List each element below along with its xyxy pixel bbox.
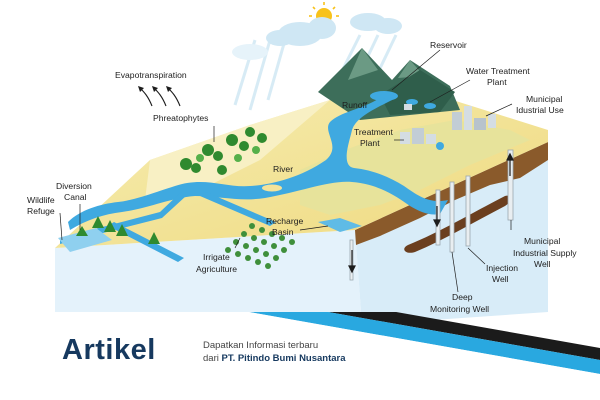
label-deep-monitoring-well: Monitoring Well (430, 304, 489, 314)
river-island (262, 184, 282, 192)
riverbank-vegetation-zone (300, 120, 530, 215)
label-phreatophytes: Phreatophytes (153, 113, 208, 123)
label-municipal-supply-well: Municipal (524, 236, 560, 246)
label-injection-well: Well (492, 274, 509, 284)
footer-white-panel (0, 312, 600, 400)
footer-banner (0, 312, 600, 400)
flow-arrows (348, 152, 514, 274)
label-municipal-industrial-use: Idustrial Use (516, 105, 564, 115)
clay-lens (404, 195, 511, 253)
label-recharge-basin: Recharge (266, 216, 303, 226)
label-evapotranspiration: Evapotranspiration (115, 70, 187, 80)
label-irrigate-agriculture: Agriculture (196, 264, 237, 274)
tagline-prefix: dari (203, 353, 222, 364)
arrowhead-icon (138, 86, 172, 92)
label-municipal-supply-well: Well (534, 259, 551, 269)
label-water-treatment-plant: Water Treatment (466, 66, 530, 76)
label-treatment-plant: Treatment (354, 127, 393, 137)
label-diversion-canal: Diversion (56, 181, 92, 191)
canal-branch (200, 192, 276, 226)
tagline-line1: Dapatkan Informasi terbaru (203, 340, 319, 351)
canal-branch (108, 222, 184, 262)
label-injection-well: Injection (486, 263, 518, 273)
river-channel (68, 98, 448, 230)
aquifer-cross-section (55, 230, 362, 325)
municipal-industrial-buildings (452, 106, 496, 130)
label-treatment-plant: Plant (360, 138, 380, 148)
label-irrigate-agriculture: Irrigate (203, 252, 230, 262)
label-runoff: Runoff (342, 100, 368, 110)
reservoir-water (370, 91, 398, 101)
label-wildlife-refuge: Refuge (27, 206, 55, 216)
cloud-icon (232, 44, 268, 60)
label-wildlife-refuge: Wildlife (27, 195, 55, 205)
wildlife-refuge-water (58, 228, 112, 252)
water-treatment-plant (404, 99, 436, 110)
leader-lines (59, 49, 513, 293)
label-river: River (273, 164, 293, 174)
label-water-treatment-plant: Plant (487, 77, 507, 87)
treatment-plant (400, 128, 444, 150)
label-diversion-canal: Canal (64, 192, 87, 202)
label-municipal-supply-well: Industrial Supply (513, 248, 577, 258)
recharge-basin (318, 218, 362, 232)
tagline-line2: dari PT. Pitindo Bumi Nusantara (203, 353, 346, 364)
cloud-icon (266, 13, 402, 46)
label-municipal-industrial-use: Municipal (526, 94, 562, 104)
field-area (145, 100, 330, 200)
label-recharge-basin: Basin (272, 227, 294, 237)
label-deep-monitoring-well: Deep (452, 292, 473, 302)
crop-field (225, 223, 295, 269)
label-reservoir: Reservoir (430, 40, 467, 50)
trees (76, 127, 267, 244)
brand-title: Artikel (62, 334, 156, 366)
evapotranspiration-arrows (139, 87, 181, 107)
mountains (318, 48, 460, 120)
tagline-company: PT. Pitindo Bumi Nusantara (221, 353, 346, 364)
